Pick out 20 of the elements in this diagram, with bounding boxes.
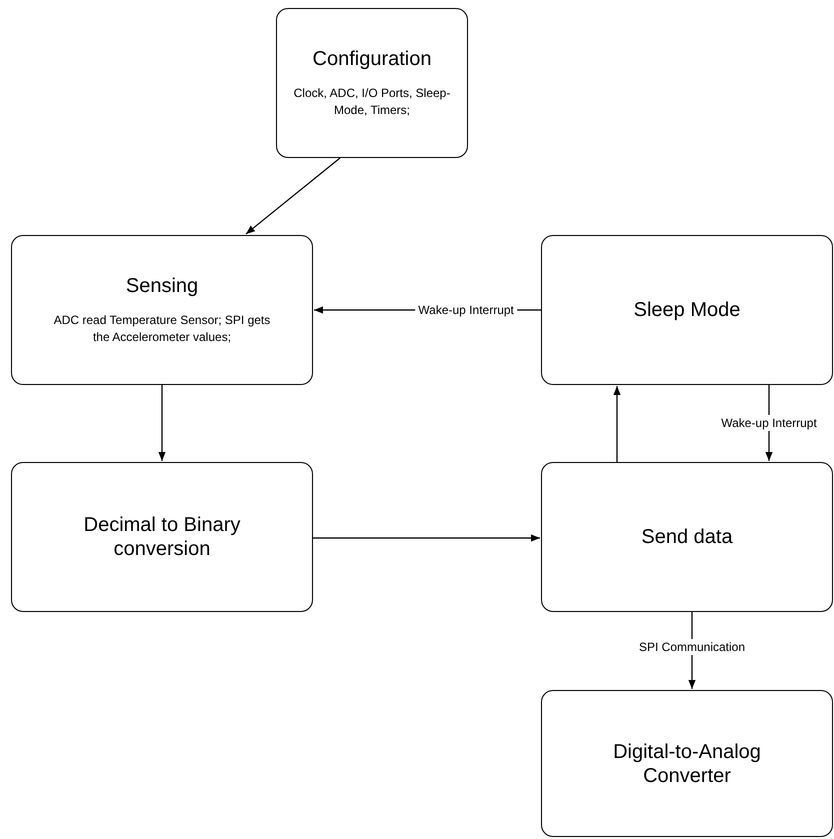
process-box xyxy=(11,462,313,612)
box-title: Decimal to Binary conversion xyxy=(82,513,242,561)
arrow xyxy=(158,385,166,461)
process-box xyxy=(276,8,468,158)
box-title: Digital-to-Analog Converter xyxy=(612,740,762,788)
arrow xyxy=(246,158,340,234)
box-title: Configuration xyxy=(312,47,432,71)
process-box xyxy=(541,235,833,385)
box-title: Sensing xyxy=(126,274,198,298)
box-title: Send data xyxy=(641,525,733,549)
edge-label: Wake-up Interrupt xyxy=(718,415,820,431)
process-box xyxy=(541,462,833,612)
description-text: ADC read Temperature Sensor; SPI gets the Accelerometer values; xyxy=(52,312,272,346)
arrow xyxy=(613,386,621,462)
edge-label: Wake-up Interrupt xyxy=(415,302,517,318)
box-title: Sleep Mode xyxy=(634,298,740,322)
description-text: Clock, ADC, I/O Ports, Sleep-Mode, Timers; xyxy=(292,85,452,119)
process-box xyxy=(541,690,833,837)
arrow xyxy=(313,534,540,542)
process-box xyxy=(11,235,313,385)
